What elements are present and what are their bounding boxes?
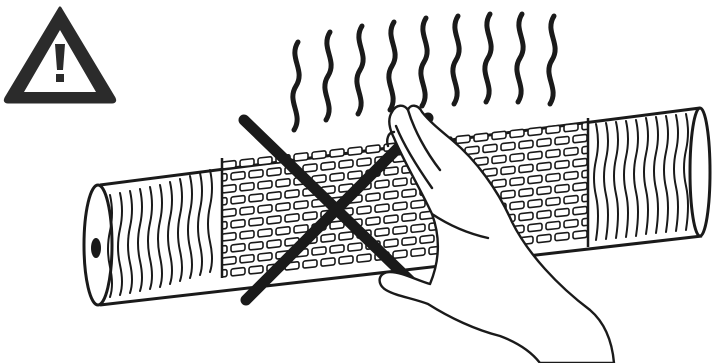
warning-triangle-icon: [5, 8, 114, 102]
left-cap-slots: [108, 170, 212, 297]
right-cap-slots: [594, 114, 688, 240]
right-end-cap: [690, 108, 710, 236]
